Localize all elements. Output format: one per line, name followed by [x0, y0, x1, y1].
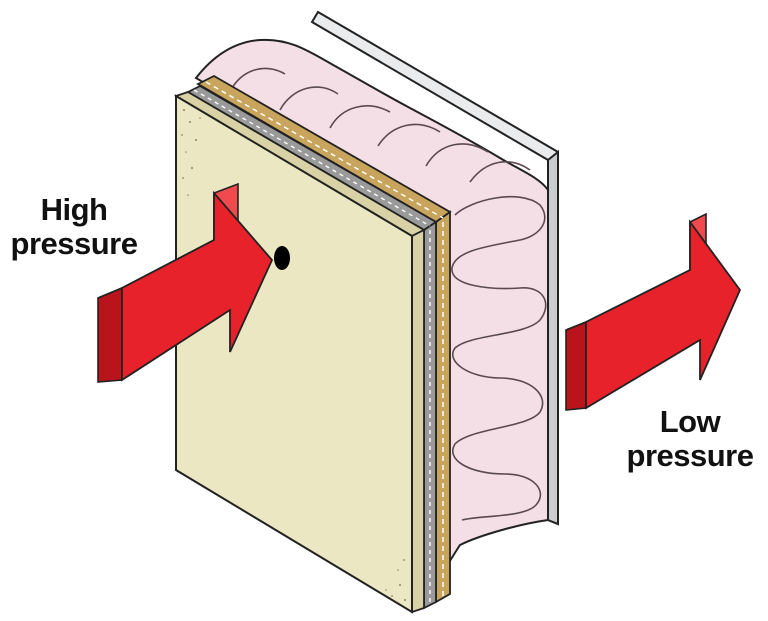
high-pressure-line1: High	[40, 192, 108, 227]
insulation-layer	[194, 38, 549, 601]
board-side-edge	[411, 228, 425, 614]
insulation-top-lines	[229, 67, 531, 183]
high-pressure-label: High pressure	[4, 193, 144, 261]
left-arrow-face	[121, 190, 274, 382]
drywall-edge	[547, 149, 559, 526]
sheathing-top-grain	[205, 81, 444, 219]
wrap-top-line	[193, 89, 431, 227]
board-speckles	[181, 109, 406, 601]
insulation-top	[194, 38, 549, 601]
air-leak-hole	[274, 246, 290, 270]
arrow-right-icon	[565, 212, 742, 411]
wrap-layer	[186, 84, 438, 610]
high-pressure-line2: pressure	[10, 226, 138, 261]
insulation-side-lines	[451, 196, 547, 521]
low-pressure-label: Low pressure	[612, 405, 768, 473]
right-arrow-side	[565, 320, 587, 411]
low-pressure-line1: Low	[659, 404, 721, 439]
arrow-right-icon	[97, 182, 274, 383]
right-arrow-face	[585, 219, 742, 410]
left-arrow-side	[97, 286, 123, 383]
low-pressure-line2: pressure	[626, 438, 754, 473]
